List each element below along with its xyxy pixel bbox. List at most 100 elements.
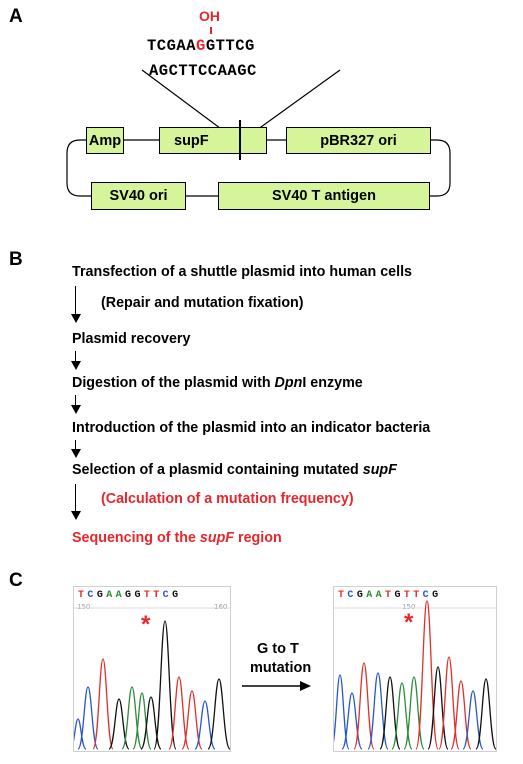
oh-label: OH: [199, 8, 220, 24]
trace-peak-9: [181, 690, 203, 750]
top-strand: TCGAAGGTTCG: [147, 37, 255, 55]
base-call-6: G: [394, 590, 404, 601]
mutation-label-1: G to T: [257, 641, 299, 657]
base-call-1: C: [347, 590, 357, 601]
base-call-5: T: [385, 590, 395, 601]
loop-right: [430, 139, 451, 197]
lesion-marker: [239, 120, 241, 160]
trace-peak-0: [74, 718, 87, 750]
step-repair: (Repair and mutation fixation): [101, 295, 304, 311]
wildtype-star: *: [141, 611, 151, 638]
chromatogram-wildtype: TCGAAGGTTCG 150 160 *: [73, 586, 231, 752]
base-call-8: T: [153, 590, 163, 601]
selection-gene-italic: supF: [362, 462, 397, 478]
base-call-0: T: [338, 590, 348, 601]
sv40-ori-box: SV40 ori: [91, 182, 186, 210]
trace-peak-1: [77, 686, 99, 750]
loop-left: [66, 139, 91, 197]
arrow-3-head: [71, 405, 81, 414]
trace-peak-11: [207, 678, 230, 750]
panel-b-letter: B: [9, 249, 23, 270]
arrow-3-line: [75, 395, 77, 407]
base-call-1: C: [87, 590, 97, 601]
panel-c-letter: C: [9, 570, 23, 591]
amp-box: Amp: [86, 127, 124, 154]
base-call-7: T: [143, 590, 154, 601]
mutation-label-2: mutation: [250, 660, 312, 676]
base-call-3: A: [366, 590, 376, 601]
trace-peak-1: [341, 692, 363, 750]
sequencing-text: Sequencing of the: [72, 530, 200, 546]
sv40-t-antigen-box: SV40 T antigen: [218, 182, 430, 210]
modified-base: G: [196, 37, 206, 55]
base-call-9: C: [162, 590, 173, 601]
supf-box: supF: [159, 127, 267, 154]
trace-peak-8: [427, 666, 449, 750]
trace-peak-3: [367, 672, 389, 750]
trace-peak-10: [194, 700, 216, 750]
trace-peak-7: [153, 620, 177, 750]
bottom-strand: AGCTTCCAAGC: [149, 62, 257, 80]
arrow-1-head: [71, 314, 81, 323]
trace-peak-12: [475, 678, 496, 750]
arrow-5-head: [71, 511, 81, 520]
base-call-4: A: [115, 590, 126, 601]
base-call-10: G: [432, 590, 442, 601]
arrow-5-line: [75, 484, 77, 513]
mutant-star: *: [404, 609, 414, 636]
pbr327-box: pBR327 ori: [286, 127, 431, 154]
step-selection: Selection of a plasmid containing mutate…: [72, 462, 397, 478]
base-call-5: G: [125, 590, 135, 601]
base-call-2: G: [356, 590, 367, 601]
selection-text: Selection of a plasmid containing mutate…: [72, 462, 363, 478]
trace-peak-3: [108, 698, 130, 750]
base-call-0: T: [78, 590, 88, 601]
trace-peak-7: [415, 600, 439, 750]
base-call-8: T: [413, 590, 423, 601]
supf-label: supF: [174, 132, 209, 149]
base-call-10: G: [172, 590, 182, 601]
base-call-4: A: [375, 590, 386, 601]
mutant-tick-150: 150: [402, 603, 416, 611]
step-calculation: (Calculation of a mutation frequency): [101, 491, 354, 507]
step-sequencing: Sequencing of the supF region: [72, 530, 282, 546]
trace-peak-2: [92, 658, 114, 750]
sequencing-gene-italic: supF: [199, 530, 235, 546]
mutant-traces: [334, 600, 496, 750]
arrow-4-line: [75, 440, 77, 451]
arrow-1-line: [75, 286, 77, 316]
digestion-text-end: I enzyme: [302, 375, 363, 391]
wildtype-tick-150: 150: [77, 603, 91, 611]
trace-peak-0: [334, 674, 350, 750]
base-call-3: A: [106, 590, 116, 601]
sequencing-text-end: region: [234, 530, 282, 546]
base-call-2: G: [96, 590, 107, 601]
base-call-6: G: [134, 590, 144, 601]
digestion-text: Digestion of the plasmid with: [72, 375, 275, 391]
wildtype-tick-160: 160: [214, 603, 228, 611]
trace-peak-6: [403, 676, 425, 750]
step-recovery: Plasmid recovery: [72, 331, 191, 347]
top-strand-right: GTTCG: [205, 37, 255, 55]
digestion-enzyme-italic: Dpn: [274, 375, 303, 391]
step-transfection: Transfection of a shuttle plasmid into h…: [72, 264, 413, 280]
trace-peak-2: [353, 662, 375, 750]
mutation-arrow: [242, 681, 311, 691]
wildtype-sequence: TCGAAGGTTCG: [78, 590, 181, 601]
wildtype-traces: [74, 607, 230, 750]
trace-peak-4: [121, 686, 143, 750]
panel-a-letter: A: [9, 6, 23, 27]
arrow-2-line: [75, 351, 77, 363]
step-introduction: Introduction of the plasmid into an indi…: [72, 420, 431, 436]
base-call-9: C: [422, 590, 433, 601]
trace-peak-8: [168, 676, 190, 750]
base-call-7: T: [403, 590, 414, 601]
arrow-4-head: [71, 449, 81, 458]
chromatogram-mutant: TCGAATGTTCG 150 *: [333, 586, 497, 752]
mutant-sequence: TCGAATGTTCG: [338, 590, 441, 601]
oh-bond: [210, 27, 212, 34]
trace-peak-5: [132, 692, 152, 750]
arrow-2-head: [71, 361, 81, 370]
step-digestion: Digestion of the plasmid with DpnI enzym…: [72, 375, 363, 391]
